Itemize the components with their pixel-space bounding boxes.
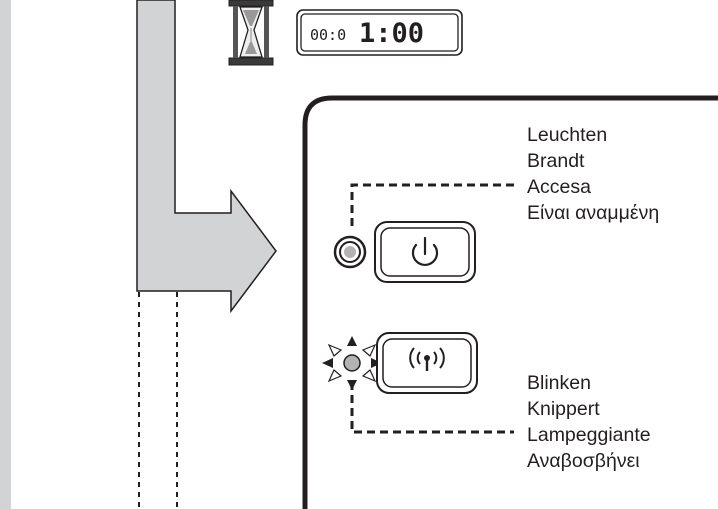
blink-arrow-down bbox=[347, 380, 357, 390]
timer-small-text: 00:0 bbox=[310, 26, 346, 44]
led-blink-indicator bbox=[322, 336, 382, 390]
label-blink-el: Αναβοσβήνει bbox=[527, 450, 640, 472]
blink-arrow-left bbox=[322, 358, 333, 368]
label-blink-it: Lampeggiante bbox=[527, 424, 651, 446]
lit-labels: Leuchten Brandt Accesa Είναι αναμμένη bbox=[527, 122, 659, 226]
timer-display: 00:0 1:00 bbox=[296, 9, 463, 56]
blink-arrow-downright bbox=[361, 369, 377, 383]
blink-labels: Blinken Knippert Lampeggiante Αναβοσβήνε… bbox=[527, 370, 651, 474]
label-lit-da: Brandt bbox=[527, 150, 585, 172]
timer-large-text: 1:00 bbox=[359, 18, 424, 49]
wireless-icon bbox=[409, 347, 445, 371]
leader-line-blink bbox=[350, 382, 514, 434]
power-icon bbox=[411, 236, 439, 267]
hourglass-icon bbox=[228, 0, 274, 66]
blink-arrow-up bbox=[347, 336, 357, 346]
leader-line-lit bbox=[350, 183, 514, 230]
left-margin-strip bbox=[0, 0, 11, 509]
label-lit-de: Leuchten bbox=[527, 124, 608, 146]
direction-arrow bbox=[136, 0, 277, 314]
led-lit-indicator bbox=[333, 235, 367, 269]
label-blink-nl: Knippert bbox=[527, 398, 600, 420]
label-lit-it: Accesa bbox=[527, 176, 591, 198]
control-panel bbox=[302, 95, 718, 509]
blink-arrow-downleft bbox=[327, 369, 343, 383]
blink-arrow-upright bbox=[361, 343, 377, 357]
wireless-button[interactable] bbox=[376, 332, 478, 394]
label-lit-el: Είναι αναμμένη bbox=[527, 202, 660, 224]
label-blink-de: Blinken bbox=[527, 372, 591, 394]
power-button[interactable] bbox=[374, 221, 476, 283]
blink-arrow-upleft bbox=[327, 343, 343, 357]
